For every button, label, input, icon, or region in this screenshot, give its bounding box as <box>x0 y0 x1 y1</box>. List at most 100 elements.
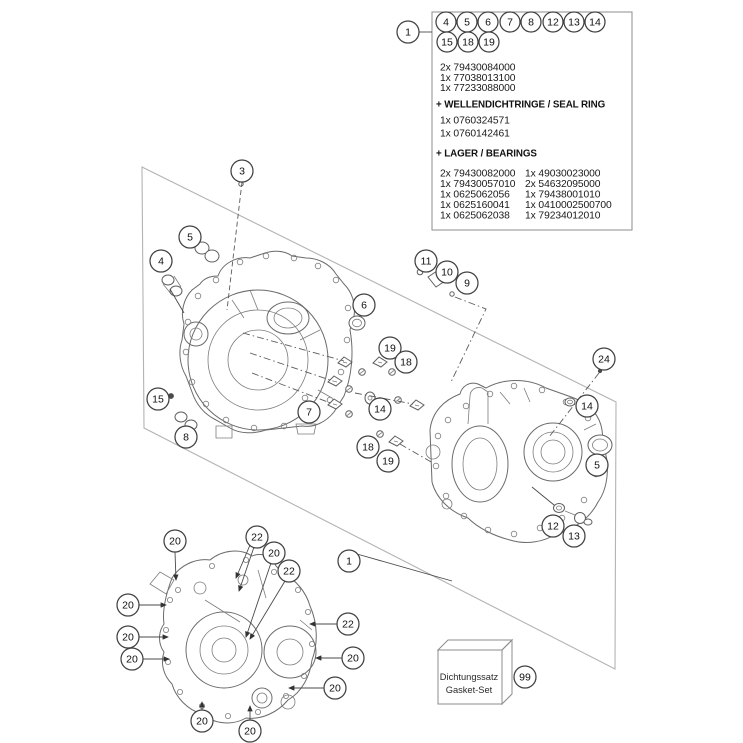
callout-20: 20 <box>120 647 144 671</box>
part-number-line: 1x 49030023000 <box>525 169 601 180</box>
svg-text:15: 15 <box>441 37 453 49</box>
callout-24: 24 <box>592 347 616 371</box>
svg-text:18: 18 <box>462 37 474 49</box>
part-number-line: 1x 0625062038 <box>440 211 510 222</box>
callout-8: 8 <box>174 425 198 449</box>
svg-text:20: 20 <box>268 548 280 560</box>
callout-20: 20 <box>163 529 187 553</box>
part-number-line: 1x 0625062056 <box>440 190 510 201</box>
washer-plug-icons <box>553 503 593 526</box>
callout-14: 14 <box>368 397 392 421</box>
callout-20: 20 <box>238 719 262 743</box>
svg-text:19: 19 <box>384 343 396 355</box>
callout-20: 20 <box>323 676 347 700</box>
callout-10: 10 <box>435 260 459 284</box>
svg-text:18: 18 <box>400 357 412 369</box>
svg-text:14: 14 <box>374 404 386 416</box>
callout-99: 99 <box>513 665 537 689</box>
callout-7: 7 <box>499 11 521 33</box>
part-number-line: 1x 0760142461 <box>440 129 510 140</box>
svg-text:6: 6 <box>361 300 367 312</box>
callout-15: 15 <box>436 31 458 53</box>
callout-14: 14 <box>575 394 599 418</box>
callout-1: 1 <box>396 20 420 44</box>
svg-text:22: 22 <box>283 566 295 578</box>
part-number-line: 1x 79430057010 <box>440 179 516 190</box>
callout-4: 4 <box>435 11 457 33</box>
svg-text:18: 18 <box>362 442 374 454</box>
svg-text:12: 12 <box>547 17 559 29</box>
callout-9: 9 <box>455 271 479 295</box>
info-box-text: 2x 79430084000 1x 77038013100 1x 7723308… <box>436 63 612 222</box>
callout-13: 13 <box>562 524 586 548</box>
part-number-line: 1x 79234012010 <box>525 211 601 222</box>
callout-19: 19 <box>376 449 400 473</box>
callout-20: 20 <box>116 593 140 617</box>
bearings-header: + LAGER / BEARINGS <box>436 149 537 160</box>
svg-text:1: 1 <box>346 556 352 568</box>
callout-12: 12 <box>542 11 564 33</box>
svg-text:12: 12 <box>547 521 559 533</box>
svg-text:99: 99 <box>519 672 531 684</box>
part-number-line: 1x 0410002500700 <box>525 200 612 211</box>
svg-text:10: 10 <box>441 267 453 279</box>
gasket-set-box: Dichtungssatz Gasket-Set <box>436 638 514 706</box>
callout-19: 19 <box>378 336 402 360</box>
callout-18: 18 <box>356 435 380 459</box>
callout-1: 1 <box>337 549 361 573</box>
callout-6: 6 <box>352 293 376 317</box>
svg-text:14: 14 <box>589 17 601 29</box>
svg-text:20: 20 <box>329 683 341 695</box>
svg-text:20: 20 <box>347 653 359 665</box>
svg-text:9: 9 <box>464 278 470 290</box>
svg-text:20: 20 <box>244 726 256 738</box>
svg-text:22: 22 <box>342 619 354 631</box>
svg-text:8: 8 <box>183 432 189 444</box>
svg-text:6: 6 <box>485 17 491 29</box>
callout-6: 6 <box>477 11 499 33</box>
callout-5: 5 <box>456 11 478 33</box>
svg-text:20: 20 <box>169 536 181 548</box>
callout-20: 20 <box>262 541 286 565</box>
callout-4: 4 <box>149 249 173 273</box>
svg-text:15: 15 <box>152 394 164 406</box>
part-number-line: 2x 54632095000 <box>525 179 601 190</box>
svg-text:3: 3 <box>239 166 245 178</box>
dowel-icon <box>564 397 576 407</box>
svg-text:19: 19 <box>382 456 394 468</box>
callout-14: 14 <box>584 11 606 33</box>
callout-3: 3 <box>230 159 254 183</box>
callout-22: 22 <box>336 612 360 636</box>
callout-18: 18 <box>394 350 418 374</box>
svg-text:1: 1 <box>405 27 411 39</box>
svg-text:7: 7 <box>507 17 513 29</box>
svg-text:4: 4 <box>158 256 164 268</box>
right-case-half-art <box>425 380 608 543</box>
callout-15: 15 <box>146 387 170 411</box>
svg-text:5: 5 <box>187 232 193 244</box>
bushing-icon <box>587 434 613 456</box>
part-number-line: 2x 79430084000 <box>440 63 516 74</box>
callout-20: 20 <box>190 709 214 733</box>
callout-11: 11 <box>414 249 438 273</box>
svg-text:8: 8 <box>528 17 534 29</box>
part-number-line: 2x 79430082000 <box>440 169 516 180</box>
callout-18: 18 <box>457 31 479 53</box>
svg-text:13: 13 <box>568 531 580 543</box>
part-number-line: 1x 0760324571 <box>440 116 510 127</box>
part-number-line: 1x 77233088000 <box>440 83 516 94</box>
svg-text:5: 5 <box>464 17 470 29</box>
part-number-line: 1x 77038013100 <box>440 73 516 84</box>
svg-text:13: 13 <box>568 17 580 29</box>
seal-ring-header: + WELLENDICHTRINGE / SEAL RING <box>436 100 606 111</box>
callout-12: 12 <box>541 514 565 538</box>
svg-text:7: 7 <box>306 407 312 419</box>
callout-22: 22 <box>245 525 269 549</box>
svg-text:20: 20 <box>122 632 134 644</box>
callout-5: 5 <box>178 225 202 249</box>
svg-text:19: 19 <box>483 37 495 49</box>
left-case-half-art <box>179 250 355 439</box>
